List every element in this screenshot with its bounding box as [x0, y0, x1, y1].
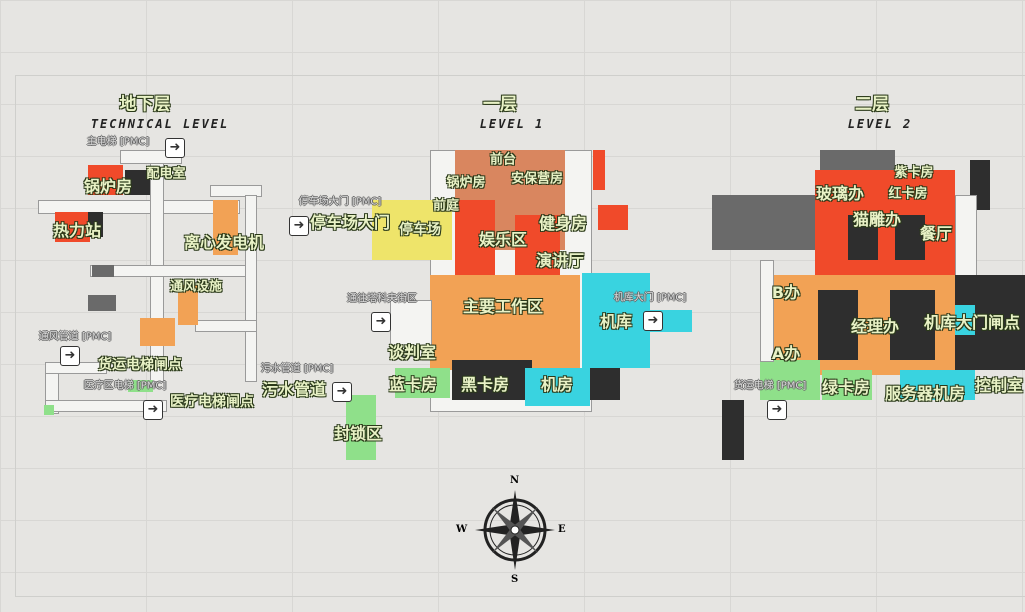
map-label[interactable]: 货运电梯 [PMC] [733, 380, 807, 392]
map-label[interactable]: 停车场大门 [309, 213, 391, 232]
map-label[interactable]: 医疗电梯闸点 [170, 394, 254, 410]
exit-arrow-icon[interactable]: ➜ [165, 138, 185, 158]
map-label[interactable]: 绿卡房 [821, 378, 871, 397]
level2-english-title: LEVEL 2 [847, 117, 913, 131]
map-label[interactable]: 玻璃办 [815, 184, 865, 203]
exit-arrow-icon[interactable]: ➜ [289, 216, 309, 236]
map-label[interactable]: 停车场 [399, 222, 441, 238]
compass-rose-icon [475, 490, 555, 570]
map-label[interactable]: 安保营房 [510, 171, 564, 187]
map-label[interactable]: 污水管道 [261, 380, 327, 399]
map-label[interactable]: 服务器机房 [884, 384, 966, 403]
compass-north: N [510, 475, 520, 486]
map-label[interactable]: 配电室 [146, 166, 186, 182]
map-label[interactable]: 机房 [540, 375, 574, 394]
map-label[interactable]: 猫雕办 [852, 210, 902, 229]
basement-title: 地下层 [119, 94, 171, 115]
map-label[interactable]: 热力站 [52, 221, 102, 240]
map-label[interactable]: 餐厅 [919, 224, 953, 243]
map-label[interactable]: 停车场大门 [PMC] [298, 196, 382, 208]
level2-title: 二层 [855, 94, 889, 115]
map-label[interactable]: 黑卡房 [460, 375, 510, 394]
map-label[interactable]: 娱乐区 [478, 230, 528, 249]
map-label[interactable]: 污水管道 [PMC] [260, 363, 334, 375]
map-label[interactable]: 锅炉房 [83, 177, 133, 196]
exit-arrow-icon[interactable]: ➜ [143, 400, 163, 420]
map-label[interactable]: 主要工作区 [462, 297, 544, 316]
level1-english-title: LEVEL 1 [479, 117, 545, 131]
map-label[interactable]: 医疗区电梯 [PMC] [83, 380, 167, 392]
map-label[interactable]: 经理办 [850, 317, 900, 336]
map-label[interactable]: 主电梯 [PMC] [86, 136, 150, 148]
map-label[interactable]: A办 [771, 344, 801, 363]
map-label[interactable]: 紫卡房 [894, 165, 934, 181]
map-label[interactable]: 通风管道 [PMC] [38, 331, 112, 343]
map-label[interactable]: 机库大门闸点 [923, 313, 1021, 332]
map-label[interactable]: 控制室 [974, 376, 1024, 395]
map-label[interactable]: 健身房 [538, 214, 588, 233]
exit-arrow-icon[interactable]: ➜ [767, 400, 787, 420]
compass-rose: N S E W [456, 475, 566, 585]
map-label[interactable]: 离心发电机 [183, 233, 265, 252]
basement-english-title: TECHNICAL LEVEL [90, 117, 230, 131]
exit-arrow-icon[interactable]: ➜ [332, 382, 352, 402]
map-label[interactable]: 通风设施 [169, 279, 223, 295]
map-label[interactable]: 前台 [489, 152, 517, 168]
map-label[interactable]: 谈判室 [387, 343, 437, 362]
map-label[interactable]: 封锁区 [333, 424, 383, 443]
level1-title: 一层 [483, 94, 517, 115]
map-label[interactable]: 演讲厅 [535, 251, 585, 270]
map-label[interactable]: 通往塔科夫街区 [347, 293, 417, 305]
exit-arrow-icon[interactable]: ➜ [60, 346, 80, 366]
compass-west: W [456, 524, 468, 535]
exit-arrow-icon[interactable]: ➜ [643, 311, 663, 331]
map-label[interactable]: 机库大门 [PMC] [613, 292, 687, 304]
map-label[interactable]: B办 [771, 283, 801, 302]
map-label[interactable]: 蓝卡房 [388, 375, 438, 394]
map-label[interactable]: 红卡房 [888, 186, 928, 202]
map-label[interactable]: 前庭 [432, 198, 460, 214]
compass-east: E [558, 524, 566, 535]
map-label[interactable]: 锅炉房 [446, 175, 486, 191]
map-frame [15, 75, 1025, 597]
compass-south: S [511, 574, 519, 585]
map-label[interactable]: 货运电梯闸点 [98, 357, 182, 373]
map-label[interactable]: 机库 [599, 312, 633, 331]
exit-arrow-icon[interactable]: ➜ [371, 312, 391, 332]
